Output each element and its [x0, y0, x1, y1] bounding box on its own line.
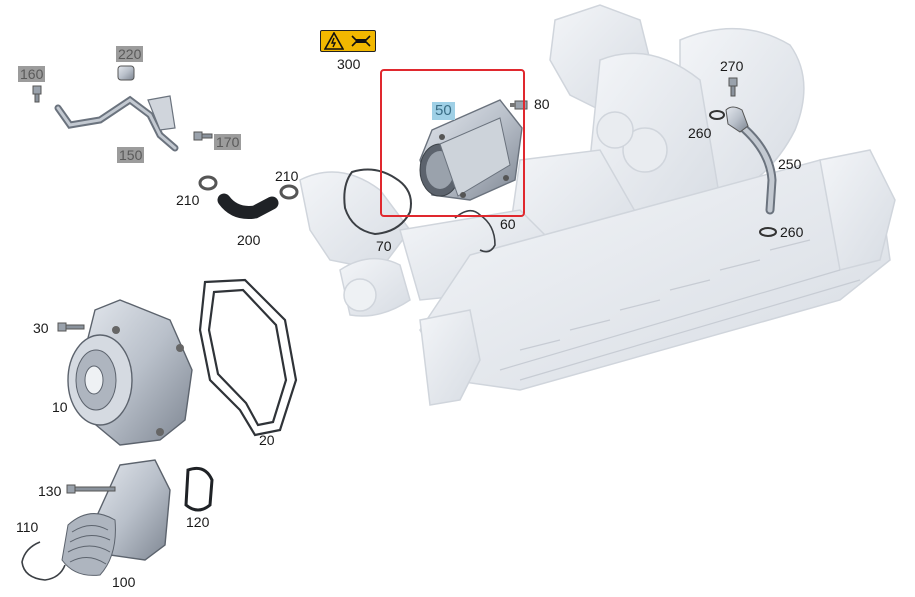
part-250-oil-line	[725, 106, 777, 215]
label-100: 100	[112, 574, 136, 590]
label-270: 270	[720, 58, 744, 74]
part-70-gasket	[343, 168, 412, 236]
label-130: 130	[38, 483, 62, 499]
label-150: 150	[117, 147, 145, 163]
part-200-hose	[217, 193, 279, 219]
part-30-bolt	[57, 322, 85, 332]
part-100-housing	[61, 459, 171, 576]
part-220-clip	[117, 65, 135, 81]
part-50-pipe	[419, 99, 523, 201]
label-50: 50	[432, 102, 455, 120]
label-80: 80	[534, 96, 550, 112]
highlight-frame	[380, 69, 525, 217]
part-270-bolt	[728, 77, 738, 97]
part-110-ring	[21, 541, 66, 581]
label-10: 10	[52, 399, 68, 415]
label-260-top: 260	[688, 125, 712, 141]
part-150-coolant-pipe	[54, 95, 179, 152]
label-60: 60	[500, 216, 516, 232]
label-250: 250	[778, 156, 802, 172]
label-30: 30	[33, 320, 49, 336]
label-20: 20	[259, 432, 275, 448]
label-210-right: 210	[275, 168, 299, 184]
part-80-bolt	[510, 100, 528, 110]
part-260-seal-bottom	[759, 227, 777, 237]
label-220: 220	[116, 46, 144, 62]
label-260-bottom: 260	[780, 224, 804, 240]
warning-badge	[320, 30, 376, 52]
label-210-left: 210	[176, 192, 200, 208]
engine-assembly-background	[299, 4, 896, 406]
wrench-tool-icon	[349, 33, 373, 49]
part-260-seal-top	[709, 110, 725, 120]
part-210-clamp-left	[198, 175, 218, 191]
part-170-bolt	[193, 131, 213, 141]
part-20-gasket	[198, 278, 298, 437]
label-70: 70	[376, 238, 392, 254]
label-110: 110	[16, 519, 39, 535]
label-120: 120	[186, 514, 210, 530]
part-10-water-pump	[67, 299, 193, 446]
part-120-seal	[184, 466, 214, 512]
warning-triangle-icon	[323, 32, 344, 50]
label-200: 200	[237, 232, 261, 248]
part-210-clamp-right	[279, 184, 299, 200]
part-60-clip	[454, 209, 496, 253]
label-160: 160	[18, 66, 46, 82]
part-160-bolt	[32, 85, 42, 103]
label-170: 170	[214, 134, 242, 150]
part-130-bolt	[66, 484, 116, 494]
label-300: 300	[337, 56, 361, 72]
